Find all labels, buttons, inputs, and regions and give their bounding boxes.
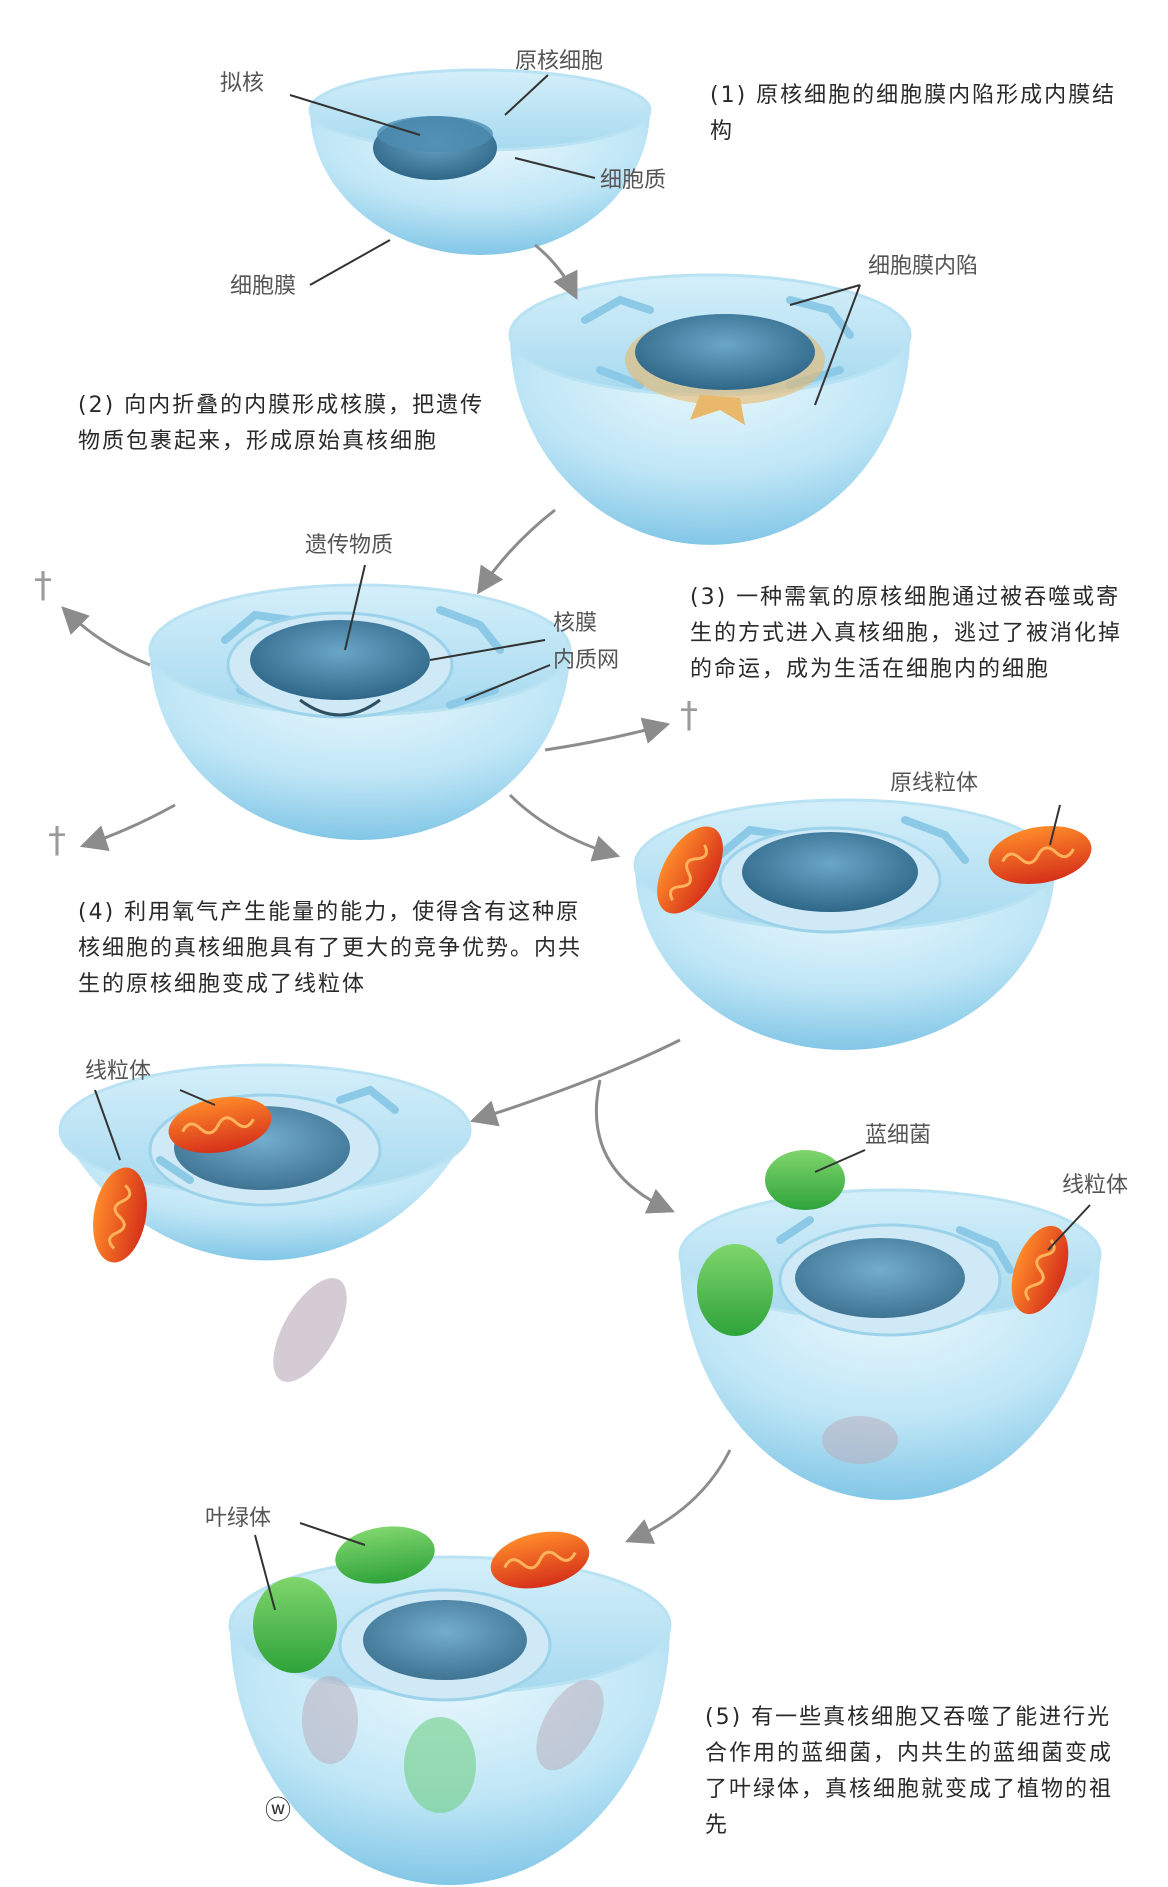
cell-6-cyanobacteria-entering	[678, 1150, 1102, 1500]
caption-step-2: (2) 向内折叠的内膜形成核膜，把遗传物质包裹起来，形成原始真核细胞	[78, 393, 485, 454]
arrow-4-6	[594, 1079, 675, 1214]
caption-step-1: (1) 原核细胞的细胞膜内陷形成内膜结构	[710, 83, 1117, 144]
arrow-4-5	[469, 1038, 681, 1127]
chloroplast-left	[253, 1577, 337, 1673]
labels: 拟核 原核细胞 细胞质 细胞膜 细胞膜内陷 遗传物质 核膜 内质网 原线粒体 线…	[85, 49, 1128, 1531]
cyanobacterium-entering	[765, 1150, 845, 1210]
arrow-death-1	[61, 606, 151, 667]
chloroplast-bottom	[404, 1717, 476, 1813]
label-mito-b: 线粒体	[1062, 1173, 1128, 1198]
arrow-3-4	[508, 793, 621, 862]
label-er: 内质网	[553, 648, 619, 673]
arrow-death-2	[544, 717, 671, 752]
nucleus-dna	[250, 620, 430, 700]
dna-mass	[635, 314, 815, 390]
mitochondrion-left2	[93, 1167, 147, 1263]
label-prokaryote: 原核细胞	[515, 49, 603, 74]
caption-step-4: (4) 利用氧气产生能量的能力，使得含有这种原核细胞的真核细胞具有了更大的竞争优…	[78, 900, 583, 997]
flow-arrows	[61, 243, 732, 1544]
arrow-1-2	[534, 243, 578, 300]
mitochondrion-top	[168, 1096, 272, 1154]
mitochondrion-entering	[988, 825, 1092, 885]
death-mark-4: †	[1120, 1600, 1121, 1601]
chloroplast-top	[335, 1526, 435, 1584]
label-genetic-material: 遗传物质	[305, 533, 393, 558]
mitochondrion-left	[657, 826, 723, 914]
cell-5-mito-eukaryote	[58, 1063, 472, 1382]
cell-1-prokaryote	[308, 68, 652, 255]
label-cell-membrane: 细胞膜	[230, 274, 296, 299]
caption-step-5: (5) 有一些真核细胞又吞噬了能进行光合作用的蓝细菌，内共生的蓝细菌变成了叶绿体…	[705, 1705, 1114, 1838]
death-mark-1: †	[34, 565, 52, 606]
label-nuclear-envelope: 核膜	[553, 611, 597, 636]
watermark-icon: ⓦ	[265, 1796, 292, 1826]
cell-4-with-mitochondria	[633, 798, 1092, 1050]
mitochondrion-plant	[490, 1531, 590, 1589]
caption-step-3: (3) 一种需氧的原核细胞通过被吞噬或寄生的方式进入真核细胞，逃过了被消化掉的命…	[690, 585, 1123, 682]
cell-2-infolding	[508, 273, 912, 545]
mitochondrion-right	[1011, 1225, 1069, 1315]
label-nucleoid: 拟核	[220, 71, 264, 96]
label-chloroplast: 叶绿体	[205, 1506, 271, 1531]
cell-3-primitive-eukaryote	[148, 583, 572, 840]
arrow-6-7	[625, 1449, 732, 1544]
death-mark-3: †	[48, 820, 66, 861]
arrow-death-3	[79, 803, 176, 851]
death-mark-2: †	[680, 695, 698, 736]
leader-lines	[94, 74, 1091, 1611]
cyanobacterium-inside	[697, 1244, 773, 1336]
label-cyanobacteria: 蓝细菌	[865, 1123, 931, 1148]
arrow-2-3	[477, 508, 556, 595]
label-mito-a: 线粒体	[85, 1059, 151, 1084]
label-proto-mito: 原线粒体	[890, 771, 978, 796]
label-cytoplasm: 细胞质	[600, 168, 666, 193]
cell-7-plant-ancestor	[228, 1526, 672, 1885]
label-invagination: 细胞膜内陷	[868, 254, 978, 279]
